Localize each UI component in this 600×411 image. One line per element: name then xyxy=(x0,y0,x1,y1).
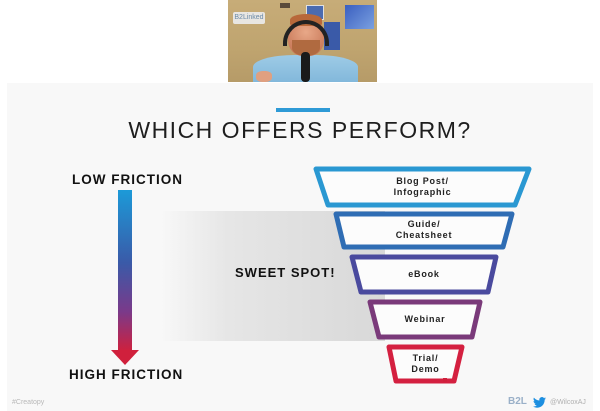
funnel-segment-webinar xyxy=(367,299,483,340)
funnel-label-line: Webinar xyxy=(404,314,446,324)
funnel-segment-blog-post xyxy=(313,166,532,208)
funnel-label-ebook: eBook xyxy=(352,269,496,280)
b2l-logo: B2L xyxy=(508,396,527,407)
mouse-cursor xyxy=(443,378,447,382)
sweet-spot-label: SWEET SPOT! xyxy=(235,265,336,280)
funnel-segment-guide xyxy=(333,211,515,250)
twitter-icon xyxy=(533,397,546,408)
title-accent-bar xyxy=(276,108,330,112)
arrow-down-icon xyxy=(111,350,139,365)
funnel-label-line: Demo xyxy=(411,364,440,374)
twitter-handle: @WilcoxAJ xyxy=(550,399,586,406)
funnel-label-line: Guide/ xyxy=(407,219,441,229)
funnel-label-line: Trial/ xyxy=(412,353,439,363)
webcam-feed: B2Linked xyxy=(228,0,377,82)
funnel-label-line: Infographic xyxy=(393,187,452,197)
wall-logo: B2Linked xyxy=(233,12,265,24)
wall-poster xyxy=(345,5,374,29)
funnel-segment-ebook xyxy=(349,254,499,295)
funnel-segment-trial xyxy=(386,344,465,384)
funnel-label-webinar: Webinar xyxy=(370,314,480,325)
presenter-hand xyxy=(256,71,272,82)
high-friction-label: HIGH FRICTION xyxy=(69,367,184,382)
funnel-label-blog-post: Blog Post/ Infographic xyxy=(316,176,529,198)
funnel-label-line: Blog Post/ xyxy=(396,176,449,186)
funnel-label-line: eBook xyxy=(408,269,440,279)
wall-switch xyxy=(280,3,290,8)
funnel-label-line: Cheatsheet xyxy=(395,230,453,240)
low-friction-label: LOW FRICTION xyxy=(72,172,183,187)
microphone xyxy=(301,52,310,82)
headphones xyxy=(283,20,329,46)
slide-title: WHICH OFFERS PERFORM? xyxy=(128,117,472,143)
funnel-label-guide: Guide/ Cheatsheet xyxy=(336,219,512,241)
footer-hashtag: #Creatopy xyxy=(12,399,45,406)
friction-arrow-shaft xyxy=(118,190,132,352)
funnel-label-trial: Trial/ Demo xyxy=(389,353,462,375)
